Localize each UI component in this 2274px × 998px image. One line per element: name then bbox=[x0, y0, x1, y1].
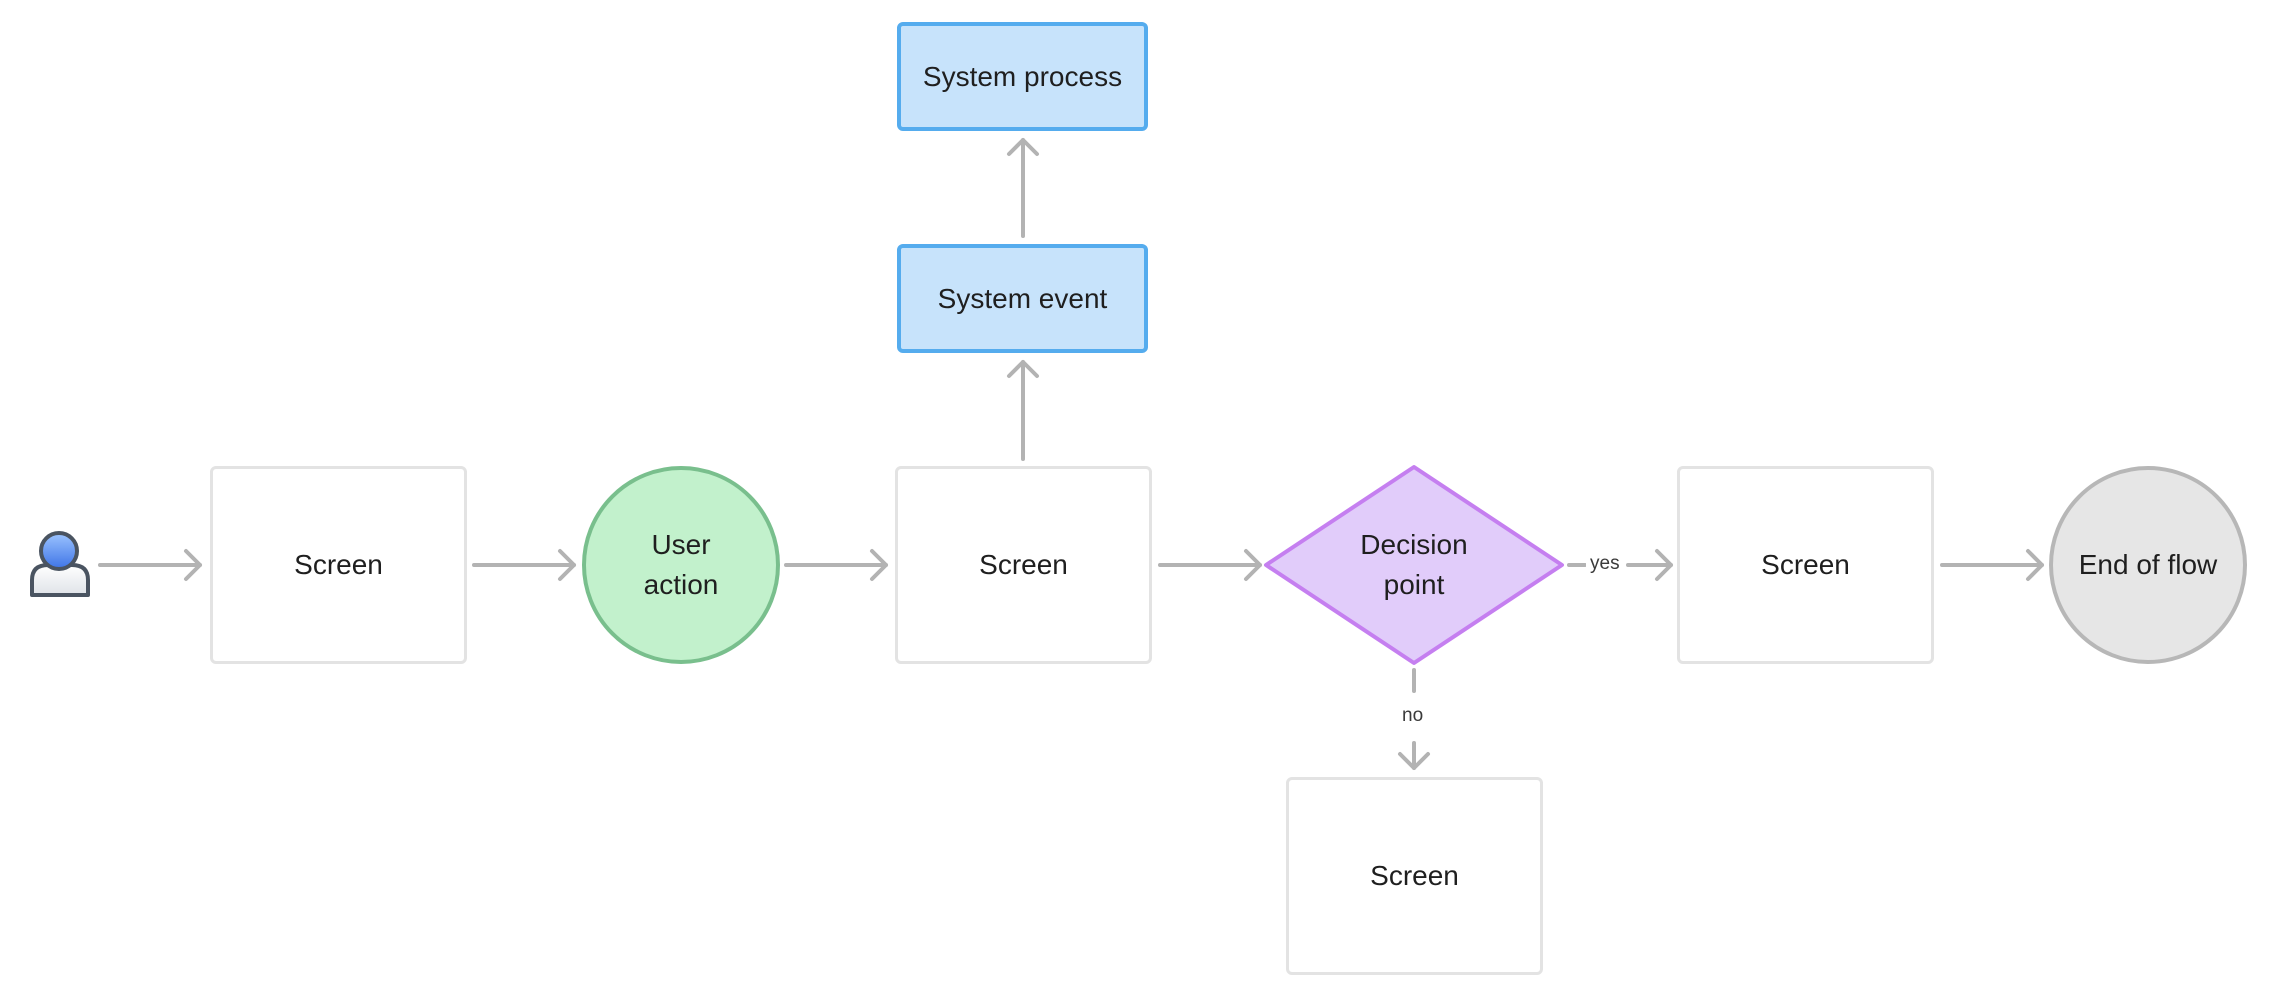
system-process-label: System process bbox=[922, 60, 1123, 92]
arrow-system-event-to-system-process bbox=[1007, 138, 1039, 238]
yes-edge-label: yes bbox=[1586, 553, 1624, 575]
screen-box-2: Screen bbox=[895, 466, 1152, 664]
decision-label: Decision point bbox=[1360, 529, 1468, 600]
arrow-decision-no bbox=[1398, 668, 1430, 770]
arrow-screen-to-system-event bbox=[1007, 360, 1039, 461]
screen-label: Screen bbox=[294, 549, 383, 580]
screen-label: Screen bbox=[1370, 860, 1459, 891]
arrow-screen-to-end bbox=[1940, 549, 2044, 581]
system-event-label: System event bbox=[937, 282, 1108, 314]
user-icon bbox=[30, 531, 90, 597]
screen-box-yes: Screen bbox=[1677, 466, 1934, 664]
screen-box-no: Screen bbox=[1286, 777, 1543, 975]
system-event-box: System event bbox=[897, 244, 1148, 353]
system-process-box: System process bbox=[897, 22, 1148, 131]
end-of-flow-circle: End of flow bbox=[2049, 466, 2247, 664]
no-edge-label: no bbox=[1398, 705, 1428, 727]
end-of-flow-label: End of flow bbox=[2078, 549, 2218, 580]
decision-diamond bbox=[1264, 465, 1564, 665]
arrow-screen-to-user-action bbox=[472, 549, 576, 581]
arrow-screen-to-decision bbox=[1158, 549, 1262, 581]
user-action-label: User action bbox=[643, 529, 719, 600]
arrow-user-action-to-screen bbox=[784, 549, 888, 581]
arrow-user-to-screen bbox=[98, 549, 202, 581]
screen-box-1: Screen bbox=[210, 466, 467, 664]
arrow-decision-yes bbox=[1567, 549, 1673, 581]
screen-label: Screen bbox=[979, 549, 1068, 580]
user-action-circle: User action bbox=[582, 466, 780, 664]
screen-label: Screen bbox=[1761, 549, 1850, 580]
